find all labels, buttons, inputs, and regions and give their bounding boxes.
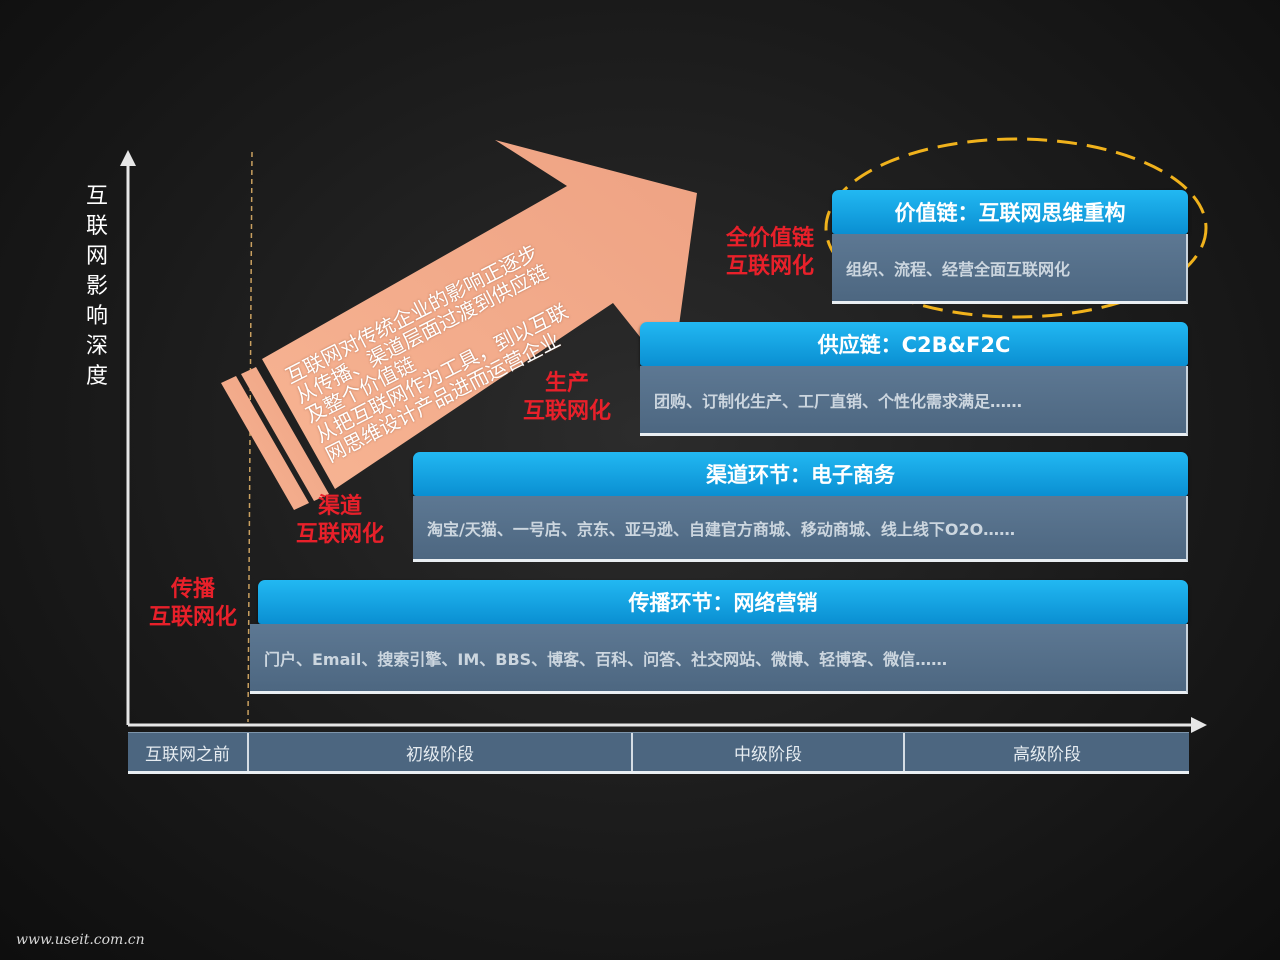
arrow-body	[262, 140, 697, 489]
block-header: 传播环节：网络营销	[258, 580, 1188, 624]
highlight-ellipse	[824, 137, 1208, 319]
stage-label-production: 生产 互联网化	[517, 370, 617, 426]
stage-label-line1: 渠道	[317, 494, 362, 519]
block-supply-chain: 供应链：C2B&F2C 团购、订制化生产、工厂直销、个性化需求满足……	[640, 322, 1188, 436]
block-body: 组织、流程、经营全面互联网化	[832, 234, 1188, 304]
block-body: 门户、Email、搜索引擎、IM、BBS、博客、百科、问答、社交网站、微博、轻博…	[250, 624, 1188, 694]
block-header: 供应链：C2B&F2C	[640, 322, 1188, 366]
x-axis-stage: 中级阶段	[633, 733, 905, 771]
x-axis-stage: 初级阶段	[249, 733, 633, 771]
stage-label-line2: 互联网化	[295, 522, 384, 547]
block-value-chain: 价值链：互联网思维重构 组织、流程、经营全面互联网化	[832, 190, 1188, 304]
stage-label-line2: 互联网化	[725, 254, 814, 279]
arrow-stripe-2	[241, 367, 329, 501]
stage-label-line1: 全价值链	[725, 226, 814, 251]
stage-label-line2: 互联网化	[522, 399, 611, 424]
x-axis-stage: 高级阶段	[1013, 744, 1081, 765]
stage-label-line2: 互联网化	[148, 605, 237, 630]
x-axis-stage: 互联网之前	[128, 733, 249, 771]
x-axis-stage-table: 互联网之前 初级阶段 中级阶段 高级阶段	[128, 732, 1189, 774]
y-axis-title: 互联网影响深度	[85, 184, 108, 389]
stage-label-line1: 传播	[170, 577, 215, 602]
block-header: 渠道环节：电子商务	[413, 452, 1188, 496]
block-spread: 传播环节：网络营销 门户、Email、搜索引擎、IM、BBS、博客、百科、问答、…	[250, 580, 1188, 694]
stage-label-line1: 生产	[544, 371, 589, 396]
y-axis-arrowhead	[120, 150, 136, 166]
block-body: 淘宝/天猫、一号店、京东、亚马逊、自建官方商城、移动商城、线上线下O2O……	[413, 496, 1188, 562]
block-header: 价值链：互联网思维重构	[832, 190, 1188, 234]
footer-url: www.useit.com.cn	[16, 932, 145, 948]
x-axis-arrowhead	[1191, 717, 1207, 733]
stage-label-value-chain: 全价值链 互联网化	[718, 225, 822, 281]
stage-label-spread: 传播 互联网化	[143, 576, 243, 632]
trend-arrow	[221, 140, 697, 510]
stage-label-channel: 渠道 互联网化	[290, 493, 390, 549]
arrow-stripe-1	[221, 376, 309, 510]
block-channel: 渠道环节：电子商务 淘宝/天猫、一号店、京东、亚马逊、自建官方商城、移动商城、线…	[413, 452, 1188, 562]
block-body: 团购、订制化生产、工厂直销、个性化需求满足……	[640, 366, 1188, 436]
